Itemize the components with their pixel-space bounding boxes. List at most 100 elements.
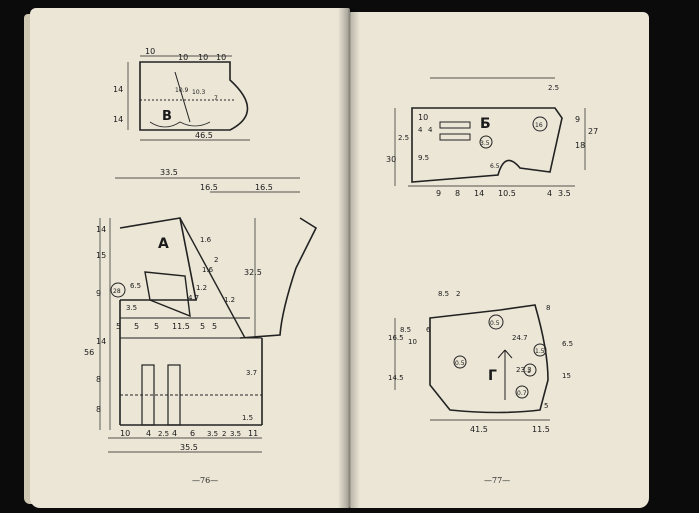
dim: 10.5 [498,189,516,198]
dim: 4 [172,429,177,438]
dim: 6 [426,326,431,334]
circle-label: 16 [535,122,543,129]
dim: 30 [386,155,396,164]
dim: 2.5 [398,134,409,142]
pattern-g [394,304,550,421]
dim: 46.5 [195,131,213,140]
dim: 15 [96,251,106,260]
circle-marker-16 [532,116,548,132]
dim: 5 [212,322,217,331]
dim: 9.5 [418,154,429,162]
dim: 14.5 [388,374,404,382]
dim: 1.2 [196,284,207,292]
circle-label: 0.5 [455,360,465,367]
dim: 11.5 [532,425,550,434]
circle-label: 6.5 [490,163,500,170]
pattern-letter-g: Г [488,368,497,384]
dim: 3.7 [246,369,257,377]
dim: 5 [200,322,205,331]
right-dimensions: 2.5 10 4 4 9.5 2.5 30 9 18 27 9 8 14 10.… [386,84,598,434]
dim: 10 [178,53,188,62]
circle-label: 3.5 [480,140,490,147]
page-number-left: —76— [192,476,219,485]
dim: 10 [408,338,417,346]
dim: 27 [588,127,598,136]
left-dimensions: 10 10 10 10 14 14 10.9 10.3 7 46.5 B 33.… [84,47,273,452]
dim: 14 [96,337,106,346]
dim: 10 [216,53,226,62]
dim: 18 [575,141,585,150]
dim: 10 [145,47,155,56]
dim: 41.5 [470,425,488,434]
pattern-letter-b: B [162,109,172,124]
dim: 3.5 [126,304,137,312]
dim: 6.5 [130,282,141,290]
dim: 5 [116,322,121,331]
dim: 8 [96,375,101,384]
dim: 5 [134,322,139,331]
dim: 1.6 [202,266,214,274]
left-page-drawing [99,55,318,453]
dim: 8.5 [400,326,411,334]
dim: 5 [544,402,548,410]
dim: 56 [84,348,94,357]
dim: 14 [96,225,106,234]
circle-label: 1.5 [535,348,545,355]
dim: 8 [455,189,460,198]
dim: 3.5 [558,189,571,198]
dim: 16.5 [200,183,218,192]
dim: 4 [146,429,151,438]
dim: 35.5 [180,443,198,452]
dim: 3.5 [230,430,241,438]
dim: 8 [546,304,550,312]
dim: 16.5 [388,334,404,342]
dim: 32.5 [244,268,262,277]
pattern-a [99,177,318,453]
dim: 24.7 [512,334,528,342]
dim: 16.5 [255,183,273,192]
dim: 2.5 [158,430,169,438]
dim: 14 [474,189,484,198]
pattern-letter-a: A [158,236,169,252]
pattern-b [127,55,250,141]
book-gutter [338,8,360,508]
pattern-b2 [394,77,586,187]
dim: 2 [214,256,218,264]
dim: 9 [436,189,441,198]
dim: 15 [562,372,571,380]
dim: 8.5 [438,290,449,298]
circle-label: 1 [527,368,531,375]
dim: 14 [113,85,123,94]
dim: 8 [96,405,101,414]
dim: 4 [418,126,423,134]
dim: 23.3 [516,366,532,374]
dim: 2 [456,290,460,298]
circle-label: 28 [113,288,121,295]
dim: 4 [547,189,552,198]
dim: 11.5 [172,322,190,331]
dim: 10.3 [192,89,206,96]
right-page [349,12,649,508]
circle-marker-3-5 [479,135,493,149]
dim: 2.5 [548,84,559,92]
dim: 10.9 [175,87,189,94]
dim: 7 [214,95,218,102]
dim: 5 [154,322,159,331]
dim: 9 [575,115,580,124]
dim: 1.5 [242,414,253,422]
dim: 1.6 [200,236,212,244]
dim: 1.2 [224,296,235,304]
dim: 11 [248,429,258,438]
circle-label: 0.7 [517,390,527,397]
dim: 10 [198,53,208,62]
page-stack-edge [24,14,32,504]
dim: 2 [222,430,226,438]
dim: 10 [418,113,428,122]
circle-label: 0.5 [490,320,500,327]
dim: 14 [113,115,123,124]
dim: 4 [428,126,433,134]
dim: 10 [120,429,130,438]
dim: 3.5 [207,430,218,438]
right-page-drawing [394,77,586,421]
